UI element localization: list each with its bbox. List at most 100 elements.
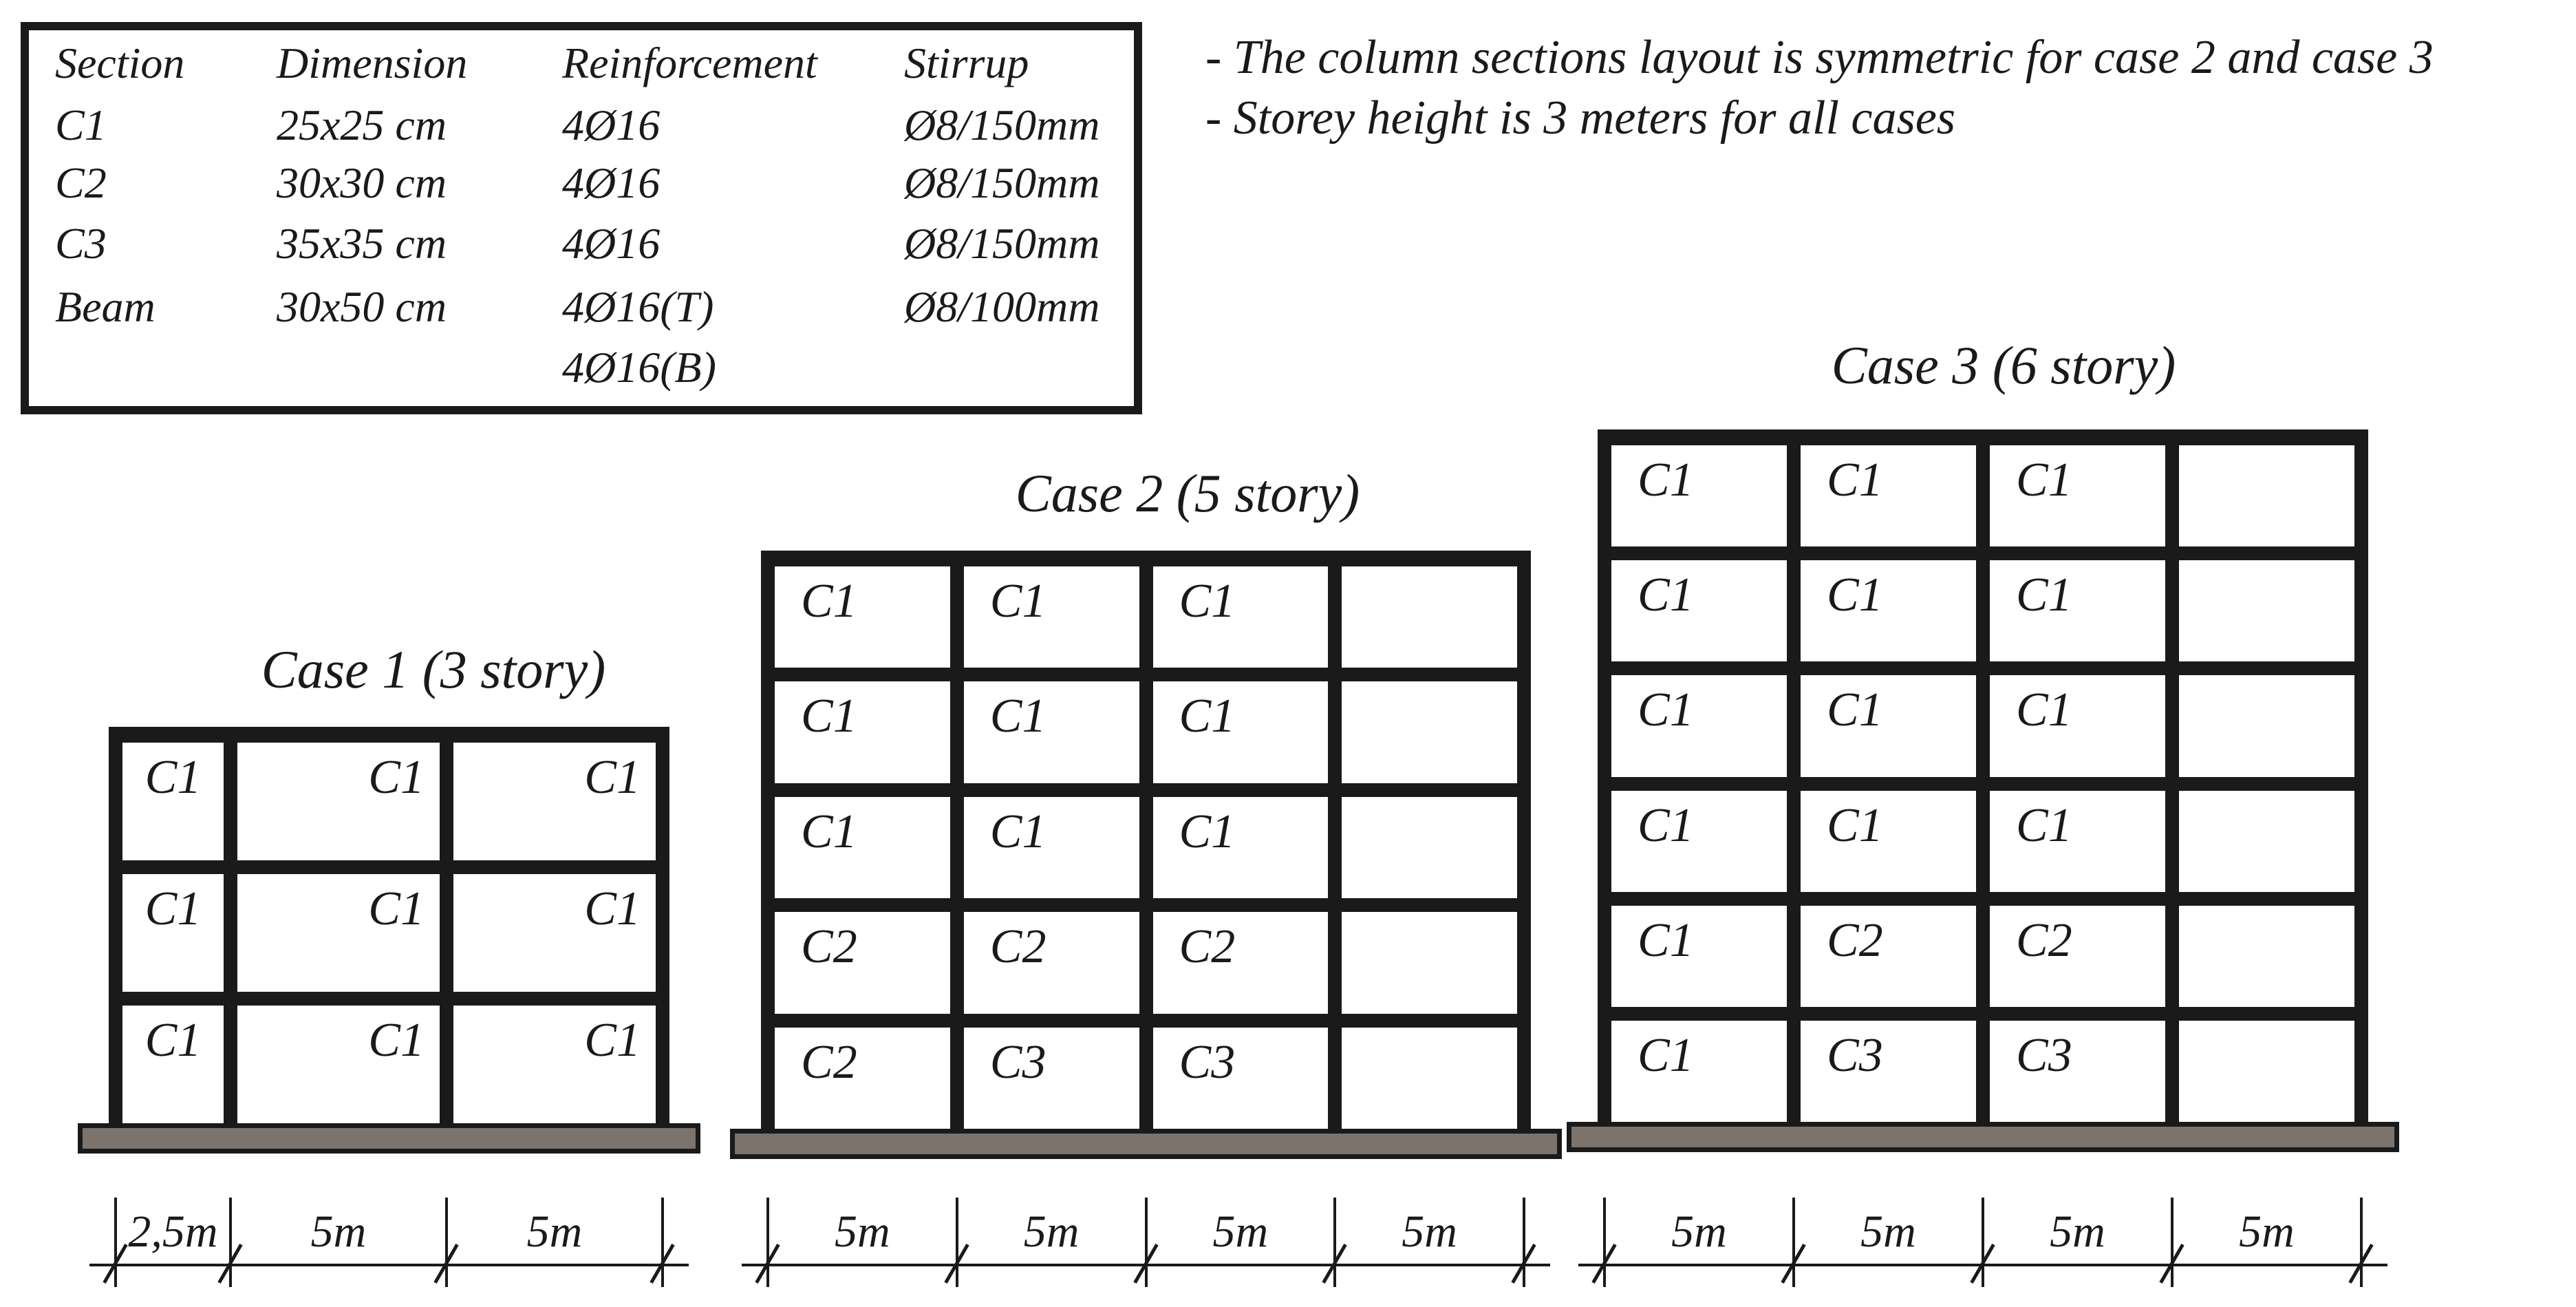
span-length-label: 5m <box>2239 1207 2295 1257</box>
table-header-cell: Dimension <box>277 39 468 87</box>
span-length-label: 5m <box>1212 1207 1269 1257</box>
frame-cell: C3 <box>1801 1020 1976 1122</box>
frame-cell: C1 <box>1152 566 1329 668</box>
frame-cell <box>1342 681 1517 783</box>
frame-cell: C1 <box>1801 675 1976 777</box>
column-label: C1 <box>801 805 857 858</box>
frame-cell: C1 <box>237 1006 440 1123</box>
column-label: C1 <box>144 751 202 804</box>
column-label: C1 <box>801 575 857 628</box>
column-label: C1 <box>1179 690 1236 743</box>
frame-cell: C1 <box>1801 445 1976 547</box>
frame-cell: C3 <box>963 1027 1139 1129</box>
frame-cell: C1 <box>122 743 224 860</box>
note-symmetric-layout: - The column sections layout is symmetri… <box>1205 31 2434 84</box>
frame-cell: C2 <box>775 1027 950 1129</box>
table-cell: Beam <box>55 282 155 331</box>
frame-cell: C1 <box>1801 790 1976 892</box>
frame-cell: C1 <box>1990 790 2165 892</box>
span-length-label: 5m <box>2050 1207 2105 1257</box>
table-cell: C2 <box>55 158 107 207</box>
column-label: C1 <box>144 1014 202 1067</box>
column-label: C1 <box>1827 798 1883 852</box>
dimension-tick <box>114 1198 117 1287</box>
column-label: C1 <box>2016 798 2072 852</box>
frame-cell: C2 <box>963 912 1139 1014</box>
frame-cell <box>1342 1027 1517 1129</box>
frame-cell: C1 <box>237 743 440 860</box>
frame-cell: C3 <box>1152 1027 1329 1129</box>
table-cell: 30x50 cm <box>277 282 447 331</box>
table-cell: 4Ø16(T) <box>562 282 714 331</box>
column-label: C1 <box>584 1014 641 1067</box>
frame-cell <box>1342 912 1517 1014</box>
frame-cell: C1 <box>775 681 950 783</box>
span-length-label: 5m <box>1671 1207 1727 1257</box>
frame-cell: C1 <box>1990 675 2165 777</box>
table-header-cell: Reinforcement <box>562 39 817 87</box>
table-header-cell: Section <box>55 39 185 87</box>
column-label <box>1342 797 1517 803</box>
foundation-bar <box>1567 1122 2399 1152</box>
frame-cell <box>2179 905 2354 1007</box>
table-cell: 4Ø16 <box>562 100 661 149</box>
dimension-tick <box>955 1198 958 1287</box>
frame-cell <box>2179 675 2354 777</box>
dimension-tick <box>661 1198 664 1287</box>
frame-cell <box>2179 790 2354 892</box>
column-label: C1 <box>1638 913 1694 967</box>
frame-cell: C1 <box>963 796 1139 899</box>
column-label: C1 <box>1638 569 1694 622</box>
frame-cell <box>2179 1020 2354 1122</box>
column-label <box>2179 791 2354 796</box>
column-label <box>2179 445 2354 451</box>
dimension-tick <box>445 1198 448 1287</box>
column-label: C2 <box>801 1035 857 1089</box>
frame-cell: C2 <box>1152 912 1329 1014</box>
table-cell: 25x25 cm <box>277 100 447 149</box>
case-title: Case 1 (3 story) <box>261 639 606 699</box>
span-length-label: 5m <box>526 1207 583 1257</box>
table-cell: 30x30 cm <box>277 158 447 207</box>
dimension-tick <box>229 1198 232 1287</box>
dimension-tick <box>2171 1198 2174 1287</box>
frame-cell: C1 <box>122 874 224 992</box>
dimension-tick <box>1792 1198 1795 1287</box>
dimension-baseline <box>89 1264 689 1266</box>
frame-cell: C1 <box>1611 1020 1787 1122</box>
frame-cell: C1 <box>1611 790 1787 892</box>
table-cell: C1 <box>55 100 107 149</box>
frame-cell: C1 <box>775 566 950 668</box>
column-label: C2 <box>1827 913 1883 967</box>
column-label: C1 <box>584 751 641 804</box>
frame-cell: C3 <box>1990 1020 2165 1122</box>
frame-cell <box>2179 445 2354 547</box>
column-label: C1 <box>1179 575 1236 628</box>
column-label: C3 <box>989 1035 1046 1089</box>
column-label: C1 <box>2016 569 2072 622</box>
table-cell: Ø8/150mm <box>904 100 1100 149</box>
column-label: C1 <box>2016 454 2072 507</box>
column-label: C3 <box>2016 1028 2072 1082</box>
column-label: C1 <box>368 751 425 804</box>
column-label: C3 <box>1179 1035 1236 1089</box>
column-label: C1 <box>1827 683 1883 737</box>
frame-cell: C1 <box>453 743 656 860</box>
column-label: C1 <box>1827 569 1883 622</box>
dimension-tick <box>1523 1198 1525 1287</box>
column-label: C1 <box>584 882 641 935</box>
frame-cell: C1 <box>775 796 950 899</box>
table-cell: 4Ø16 <box>562 219 661 268</box>
span-length-label: 5m <box>1402 1207 1457 1257</box>
frame-cell: C1 <box>237 874 440 992</box>
column-label <box>2179 560 2354 566</box>
frame-cell: C1 <box>1990 560 2165 662</box>
table-cell: 35x35 cm <box>277 219 447 268</box>
table-cell: 4Ø16 <box>562 158 661 207</box>
column-label: C1 <box>1827 454 1883 507</box>
column-label: C1 <box>2016 683 2072 737</box>
